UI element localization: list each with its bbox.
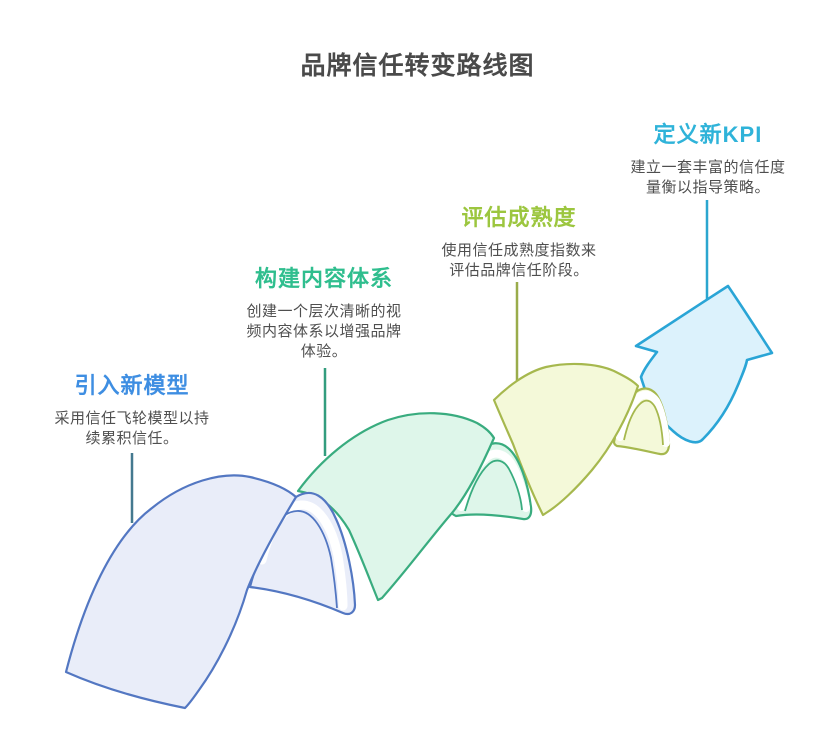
up-arrow-icon [634,284,774,444]
ribbon-segment-2 [296,412,533,602]
stage-4-label: 定义新KPI [653,122,763,147]
page-title: 品牌信任转变路线图 [300,52,535,80]
ribbon-segment-1 [64,474,357,710]
stage-4-description: 建立一套丰富的信任度 量衡以指导策略。 [630,159,786,196]
stage-1-label: 引入新模型 [74,373,190,398]
stage-3-description: 使用信任成熟度指数来 评估品牌信任阶段。 [441,242,597,279]
stage-3-block: 评估成熟度 使用信任成熟度指数来 评估品牌信任阶段。 [399,200,639,281]
stage-3-label: 评估成熟度 [461,205,577,230]
stage-2-label: 构建内容体系 [254,266,393,291]
connector-lines [130,200,709,523]
stage-2-description: 创建一个层次清晰的视 频内容体系以增强品牌 体验。 [246,303,402,360]
ribbon-fold-crease-2 [464,459,523,512]
ribbon-fold-crease-3 [623,399,664,446]
ribbon-face-2 [296,412,496,602]
stage-1-description: 采用信任飞轮模型以持 续累积信任。 [54,410,210,447]
stage-2-block: 构建内容体系 创建一个层次清晰的视 频内容体系以增强品牌 体验。 [204,261,444,362]
stage-1-block: 引入新模型 采用信任飞轮模型以持 续累积信任。 [12,368,252,449]
stage-4-block: 定义新KPI 建立一套丰富的信任度 量衡以指导策略。 [588,117,828,198]
ribbon-face-3 [492,362,640,517]
ribbon-face-1 [64,474,298,710]
ribbon-segment-3 [492,362,671,517]
ribbon-segment-arrow [634,284,774,444]
